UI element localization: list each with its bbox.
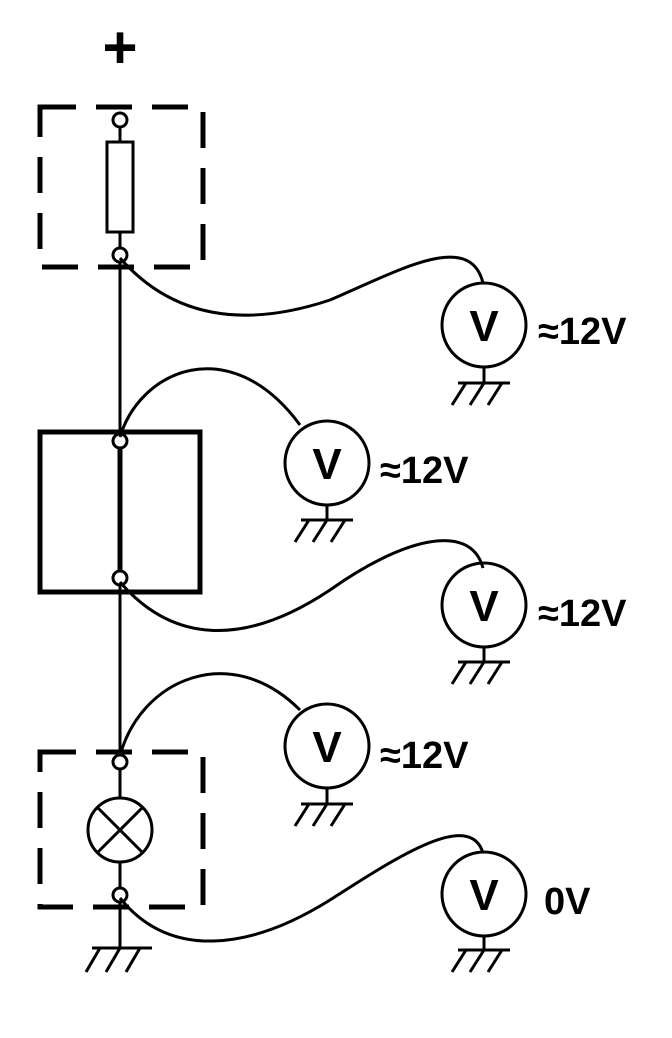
voltmeter-3: V ≈12V [440, 561, 627, 685]
voltmeter-4: V ≈12V [283, 702, 469, 827]
voltmeter-5-ground-icon [450, 948, 510, 973]
probe-lead-2 [118, 367, 302, 438]
lamp-component [37, 749, 206, 910]
probe-lead-1 [118, 255, 485, 317]
voltmeter-2: V ≈12V [283, 419, 469, 543]
probe-lead-3 [118, 539, 485, 632]
switch-component [37, 429, 203, 595]
voltmeter-4-reading: ≈12V [380, 735, 469, 777]
probe-lead-5 [118, 834, 485, 943]
voltmeter-3-ground-icon [450, 660, 510, 685]
voltmeter-5-reading: 0V [544, 881, 591, 923]
voltmeter-1: V ≈12V [440, 281, 627, 406]
voltmeter-2-ground-icon [293, 518, 353, 543]
voltmeter-2-symbol: V [312, 440, 342, 489]
probe-lead-4 [118, 672, 302, 757]
fuse-component [37, 104, 206, 270]
voltmeter-4-ground-icon [293, 802, 353, 827]
voltmeter-5: V 0V [440, 850, 591, 973]
circuit-ground-icon [84, 946, 152, 973]
fuse-element [105, 140, 135, 234]
voltmeter-3-reading: ≈12V [538, 593, 627, 635]
voltmeter-1-symbol: V [469, 302, 499, 351]
voltmeter-3-symbol: V [469, 582, 499, 631]
lamp-filament-b [95, 805, 145, 855]
lamp-terminal-top [111, 753, 129, 771]
fuse-terminal-top [111, 111, 129, 129]
voltmeter-2-reading: ≈12V [380, 450, 469, 492]
voltmeter-4-symbol: V [312, 723, 342, 772]
voltmeter-1-ground-icon [450, 381, 510, 406]
voltmeter-5-symbol: V [469, 871, 499, 920]
positive-terminal-label: + [102, 14, 137, 81]
voltmeter-1-reading: ≈12V [538, 311, 627, 353]
